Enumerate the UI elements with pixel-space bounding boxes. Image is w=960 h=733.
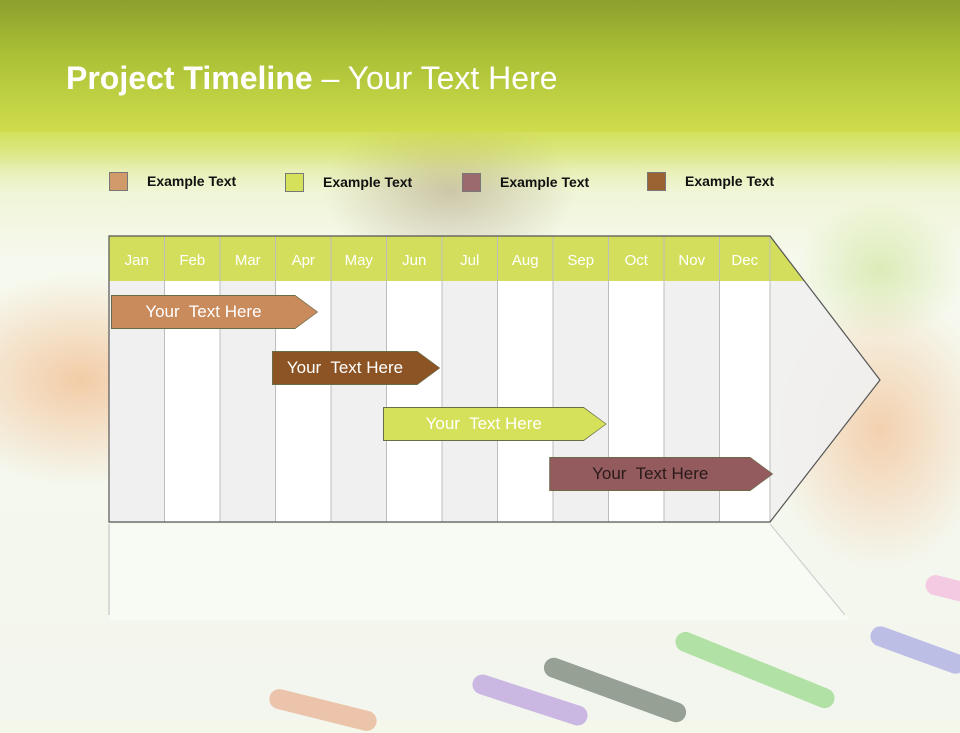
month-label: Feb xyxy=(179,252,205,269)
timeline-reflection-shape xyxy=(109,524,850,620)
month-header-cell xyxy=(275,236,331,281)
task-bar[interactable]: Your Text Here xyxy=(273,352,440,384)
title-band xyxy=(0,0,960,132)
timeline-reflection-edge xyxy=(769,523,846,616)
month-header-cell xyxy=(553,236,609,281)
month-label: Dec xyxy=(731,252,758,269)
month-label: Mar xyxy=(235,252,261,269)
task-label: Your Text Here xyxy=(425,414,542,433)
month-label: May xyxy=(345,252,374,269)
month-column xyxy=(497,281,553,522)
legend-item: Example Text xyxy=(109,171,236,191)
slide-title-bold: Project Timeline xyxy=(66,60,313,96)
slide-title: Project Timeline – Your Text Here xyxy=(66,60,558,97)
legend-label: Example Text xyxy=(323,174,413,190)
task-label: Your Text Here xyxy=(286,358,404,377)
month-header-cell xyxy=(386,236,442,281)
month-label: Sep xyxy=(567,252,594,269)
month-column xyxy=(386,281,442,522)
month-label: Jul xyxy=(460,252,479,269)
month-label: Oct xyxy=(625,252,649,269)
month-header-cell xyxy=(497,236,553,281)
month-header-cell xyxy=(608,236,664,281)
legend-swatch xyxy=(285,172,304,192)
slide-title-rest: – Your Text Here xyxy=(312,60,558,96)
month-header-cell xyxy=(719,236,770,281)
task-bar[interactable]: Your Text Here xyxy=(112,296,317,328)
legend-item: Example Text xyxy=(462,172,589,192)
legend-swatch xyxy=(109,171,128,191)
month-label: Aug xyxy=(512,252,539,269)
month-header-cell xyxy=(442,236,498,281)
legend-swatch xyxy=(462,172,481,192)
legend-swatch xyxy=(647,171,666,191)
legend-item: Example Text xyxy=(647,171,774,191)
legend-label: Example Text xyxy=(147,173,237,189)
month-header-cell xyxy=(220,236,276,281)
timeline-arrow-frame xyxy=(108,235,881,523)
task-label: Your Text Here xyxy=(592,464,709,483)
task-bar[interactable]: Your Text Here xyxy=(550,458,772,490)
month-header-cell xyxy=(664,236,720,281)
legend-item: Example Text xyxy=(285,172,412,192)
legend-label: Example Text xyxy=(500,174,590,190)
legend-label: Example Text xyxy=(685,173,775,189)
month-label: Jun xyxy=(402,252,426,269)
month-header-cell xyxy=(331,236,387,281)
timeline-reflection xyxy=(108,523,850,620)
task-label: Your Text Here xyxy=(145,302,262,321)
month-column xyxy=(331,281,387,522)
month-label: Nov xyxy=(678,252,705,269)
month-header-cell xyxy=(109,236,165,281)
month-label: Apr xyxy=(292,252,315,269)
task-bar[interactable]: Your Text Here xyxy=(384,408,606,440)
month-column xyxy=(442,281,498,522)
month-label: Jan xyxy=(125,252,149,269)
month-header-cell xyxy=(164,236,220,281)
